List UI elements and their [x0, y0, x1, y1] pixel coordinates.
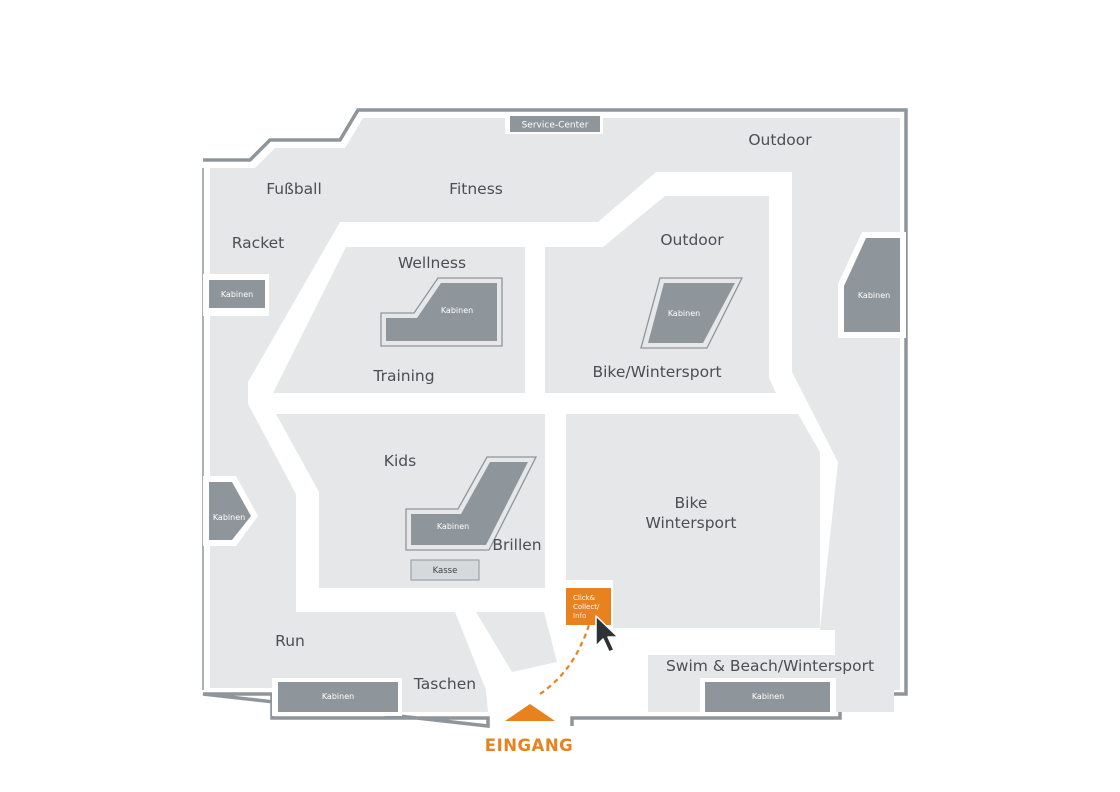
- dept-brillen: Brillen: [492, 536, 541, 554]
- outer-zone: [210, 118, 900, 712]
- dept-outdoor-center: Outdoor: [660, 231, 724, 249]
- dept-wintersport: Wintersport: [646, 514, 737, 532]
- cabin-label: Kabinen: [221, 290, 253, 299]
- entrance-triangle-icon: [505, 704, 555, 721]
- dept-bike: Bike: [675, 494, 708, 512]
- cabin-label: Kabinen: [668, 309, 700, 318]
- cabin-label: Kabinen: [322, 692, 354, 701]
- dept-fussball: Fußball: [266, 180, 322, 198]
- cabin-kids: Kabinen: [405, 456, 538, 551]
- cursor-arrow-icon: [595, 615, 619, 653]
- click-collect-label-2: Collect/: [573, 603, 600, 611]
- dept-kids: Kids: [384, 452, 416, 470]
- cabin-bottom-right: Kabinen: [700, 678, 836, 716]
- route-path: [539, 621, 592, 695]
- kasse: Kasse: [410, 559, 480, 581]
- cabin-label: Kabinen: [752, 692, 784, 701]
- click-collect-label-3: Info: [573, 612, 586, 620]
- cabin-outdoor: Kabinen: [640, 277, 744, 349]
- floor-areas: [210, 118, 900, 712]
- entrance-label: EINGANG: [485, 736, 573, 755]
- cabin-left-top: Kabinen: [203, 274, 269, 316]
- dept-outdoor-top: Outdoor: [748, 131, 812, 149]
- cabin-left-middle: Kabinen: [203, 476, 258, 546]
- dept-bike-wintersport: Bike/Wintersport: [592, 363, 721, 381]
- zone-outdoor-bike: [545, 196, 776, 393]
- cabin-label: Kabinen: [437, 522, 469, 531]
- kasse-label: Kasse: [433, 566, 458, 576]
- dept-run: Run: [275, 632, 305, 650]
- zone-small-island: [476, 612, 557, 672]
- cabin-label: Kabinen: [213, 513, 245, 522]
- click-collect-label-1: Click&: [573, 594, 596, 602]
- service-center: Service-Center: [505, 114, 603, 134]
- click-collect-info[interactable]: Click& Collect/ Info: [562, 585, 612, 627]
- dept-fitness: Fitness: [449, 180, 503, 198]
- dept-wellness: Wellness: [398, 254, 466, 272]
- cabin-wellness: Kabinen: [380, 277, 503, 347]
- cabin-label: Kabinen: [441, 306, 473, 315]
- dept-taschen: Taschen: [413, 675, 476, 693]
- department-labels: Fußball Fitness Racket Outdoor Wellness …: [232, 131, 874, 693]
- service-center-label: Service-Center: [522, 121, 589, 131]
- cabin-right: Kabinen: [838, 232, 906, 338]
- dept-training: Training: [372, 367, 434, 385]
- cabin-label: Kabinen: [858, 291, 890, 300]
- cabin-bottom-left: Kabinen: [272, 678, 402, 716]
- dept-swim-beach: Swim & Beach/Wintersport: [666, 657, 874, 675]
- zone-bike-wintersport: [566, 414, 820, 628]
- dept-racket: Racket: [232, 234, 285, 252]
